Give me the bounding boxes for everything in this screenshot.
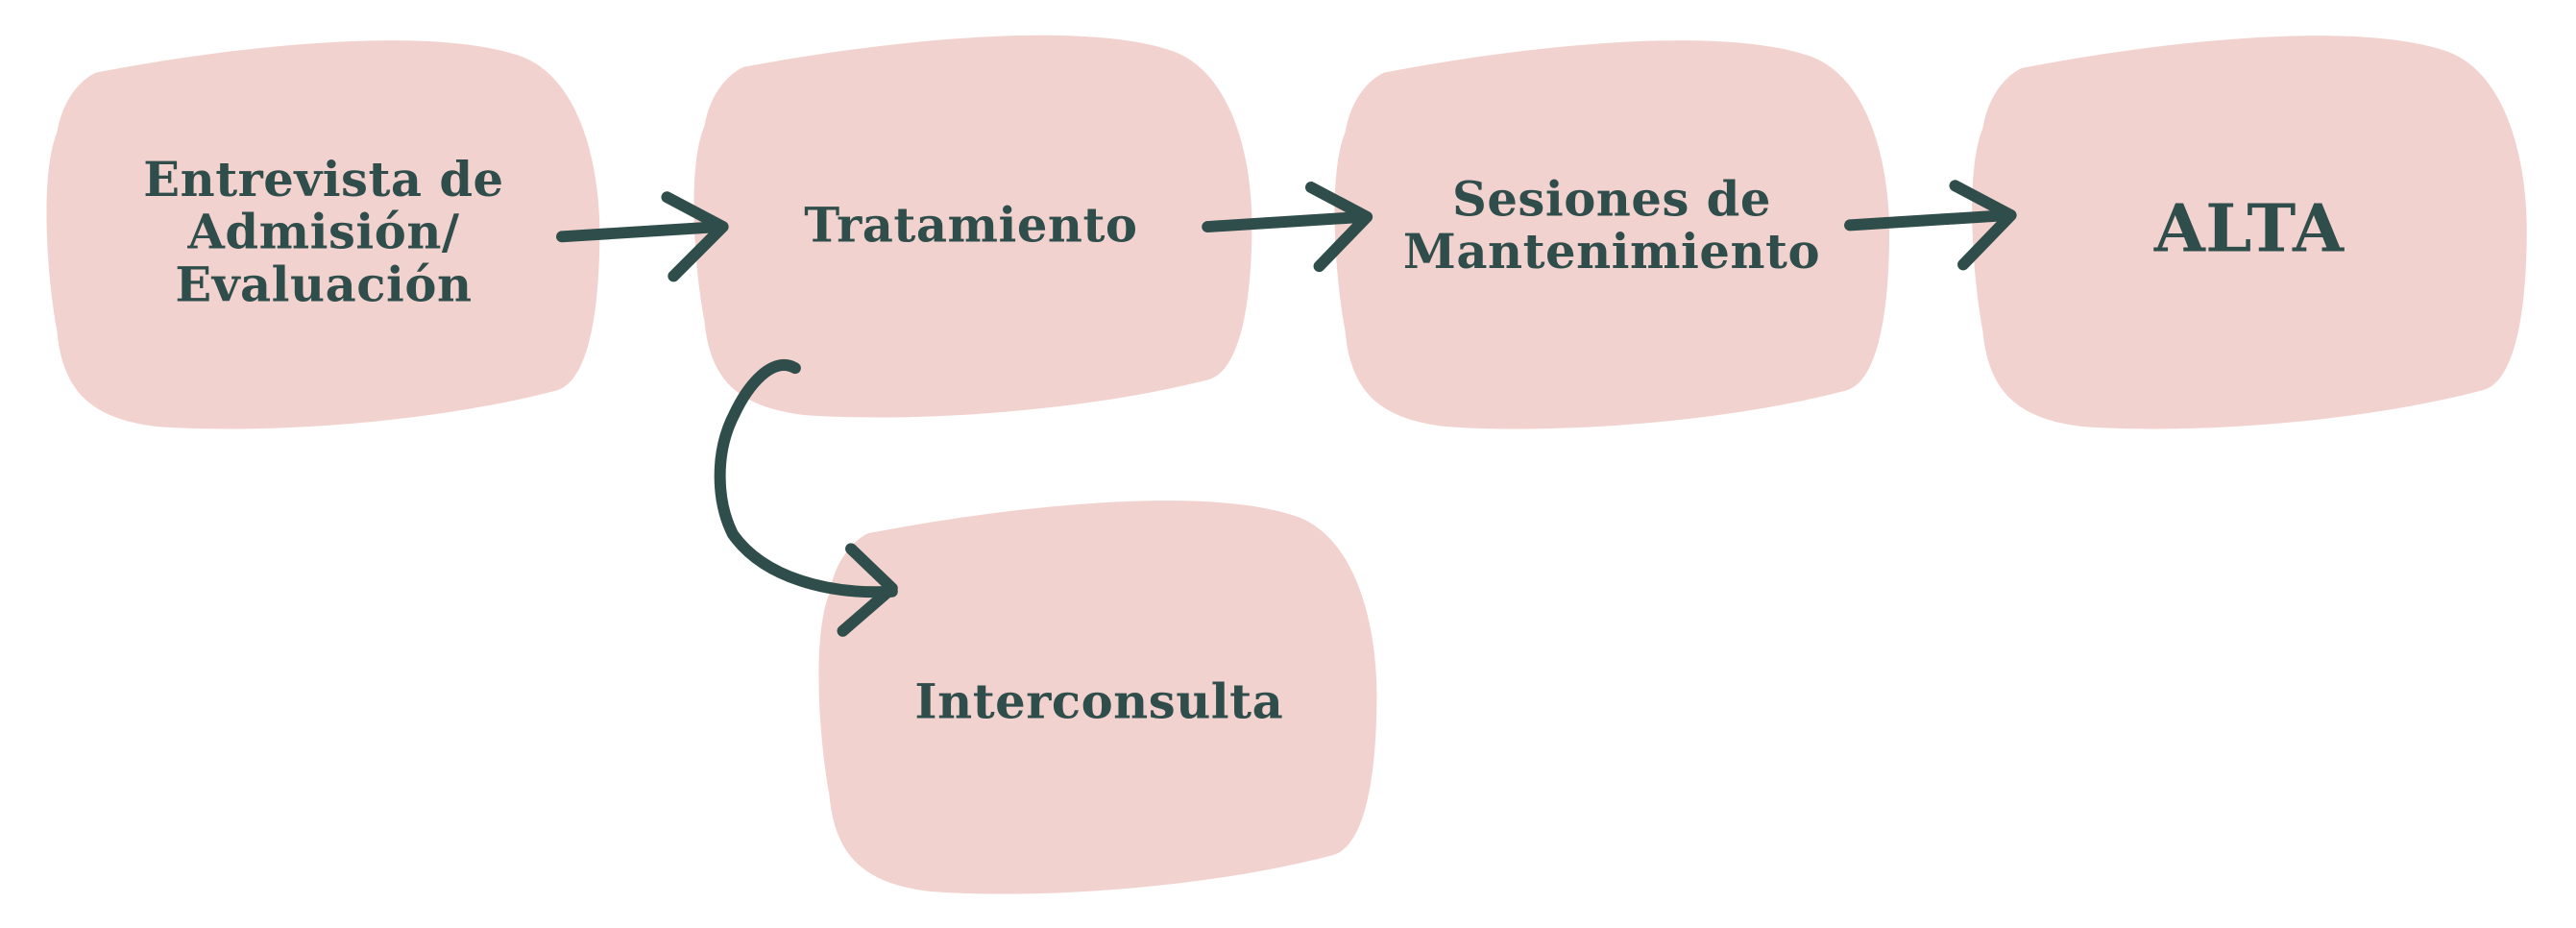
node-admission-line1: Entrevista de: [143, 151, 504, 208]
node-maintenance: Sesiones de Mantenimiento: [1402, 171, 1821, 280]
arrow-treatment-to-maintenance: [1202, 182, 1373, 273]
node-box-consultation: [818, 501, 1377, 894]
node-treatment: Tratamiento: [804, 197, 1138, 254]
node-maintenance-line1: Sesiones de: [1452, 171, 1771, 228]
node-admission-line2: Admisión/: [187, 204, 460, 260]
node-box-maintenance: [1334, 40, 1890, 429]
node-admission-line3: Evaluación: [175, 256, 473, 312]
node-box-admission: [46, 40, 600, 429]
node-consultation: Interconsulta: [914, 673, 1284, 730]
node-maintenance-line2: Mantenimiento: [1402, 223, 1821, 280]
node-discharge: ALTA: [2153, 190, 2345, 268]
node-box-discharge: [1972, 36, 2527, 429]
arrow-maintenance-to-discharge: [1844, 180, 2017, 271]
arrow-admission-to-treatment: [556, 191, 729, 282]
node-box-treatment: [693, 35, 1252, 418]
node-admission: Entrevista de Admisión/ Evaluación: [143, 151, 504, 312]
arrow-treatment-to-consultation: [714, 359, 898, 637]
